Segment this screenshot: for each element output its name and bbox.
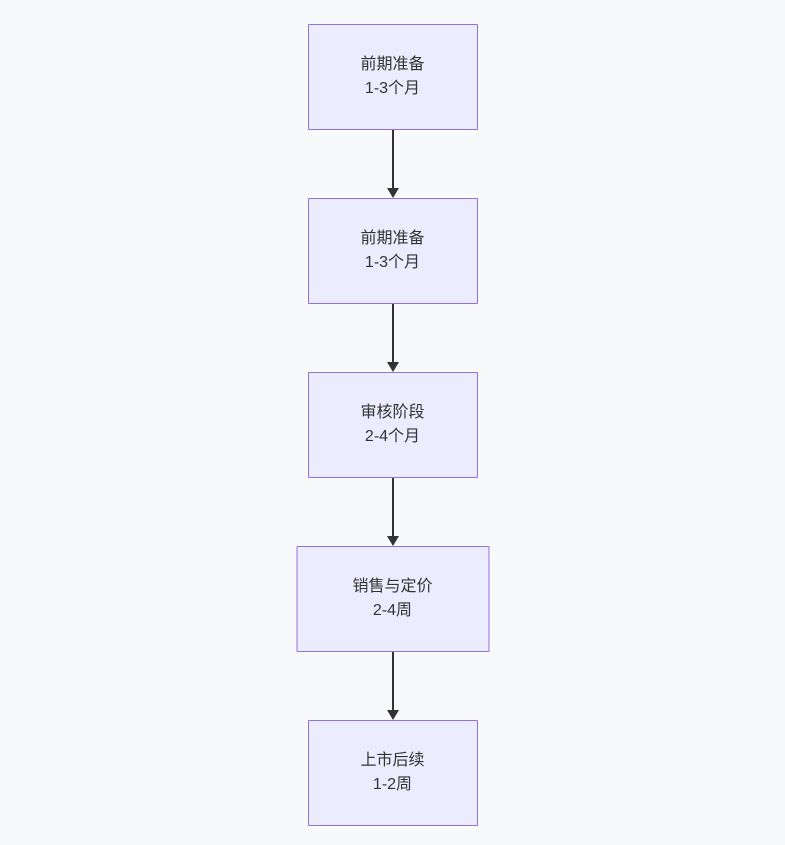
arrow-line: [391, 304, 394, 363]
arrow-line: [391, 130, 394, 189]
flow-node-post-listing: 上市后续 1-2周: [307, 720, 478, 826]
node-title: 审核阶段: [360, 404, 425, 421]
flow-node-sales-pricing: 销售与定价 2-4周: [296, 546, 489, 652]
arrow-head-icon: [386, 362, 399, 372]
arrow-head-icon: [386, 188, 399, 198]
node-duration: 2-4个月: [364, 428, 421, 445]
node-title: 销售与定价: [352, 578, 433, 595]
flow-arrow-2: [386, 304, 400, 372]
node-title: 前期准备: [360, 230, 425, 247]
flow-node-review: 审核阶段 2-4个月: [307, 372, 478, 478]
arrow-head-icon: [386, 710, 399, 720]
node-duration: 2-4周: [372, 602, 413, 619]
node-duration: 1-3个月: [364, 80, 421, 97]
arrow-line: [391, 478, 394, 537]
flow-arrow-1: [386, 130, 400, 198]
node-title: 上市后续: [360, 752, 425, 769]
node-title: 前期准备: [360, 56, 425, 73]
node-duration: 1-2周: [372, 776, 413, 793]
arrow-line: [391, 652, 394, 711]
flow-arrow-3: [386, 478, 400, 546]
flow-node-preparation-1: 前期准备 1-3个月: [307, 24, 478, 130]
node-duration: 1-3个月: [364, 254, 421, 271]
arrow-head-icon: [386, 536, 399, 546]
flow-arrow-4: [386, 652, 400, 720]
flow-node-preparation-2: 前期准备 1-3个月: [307, 198, 478, 304]
